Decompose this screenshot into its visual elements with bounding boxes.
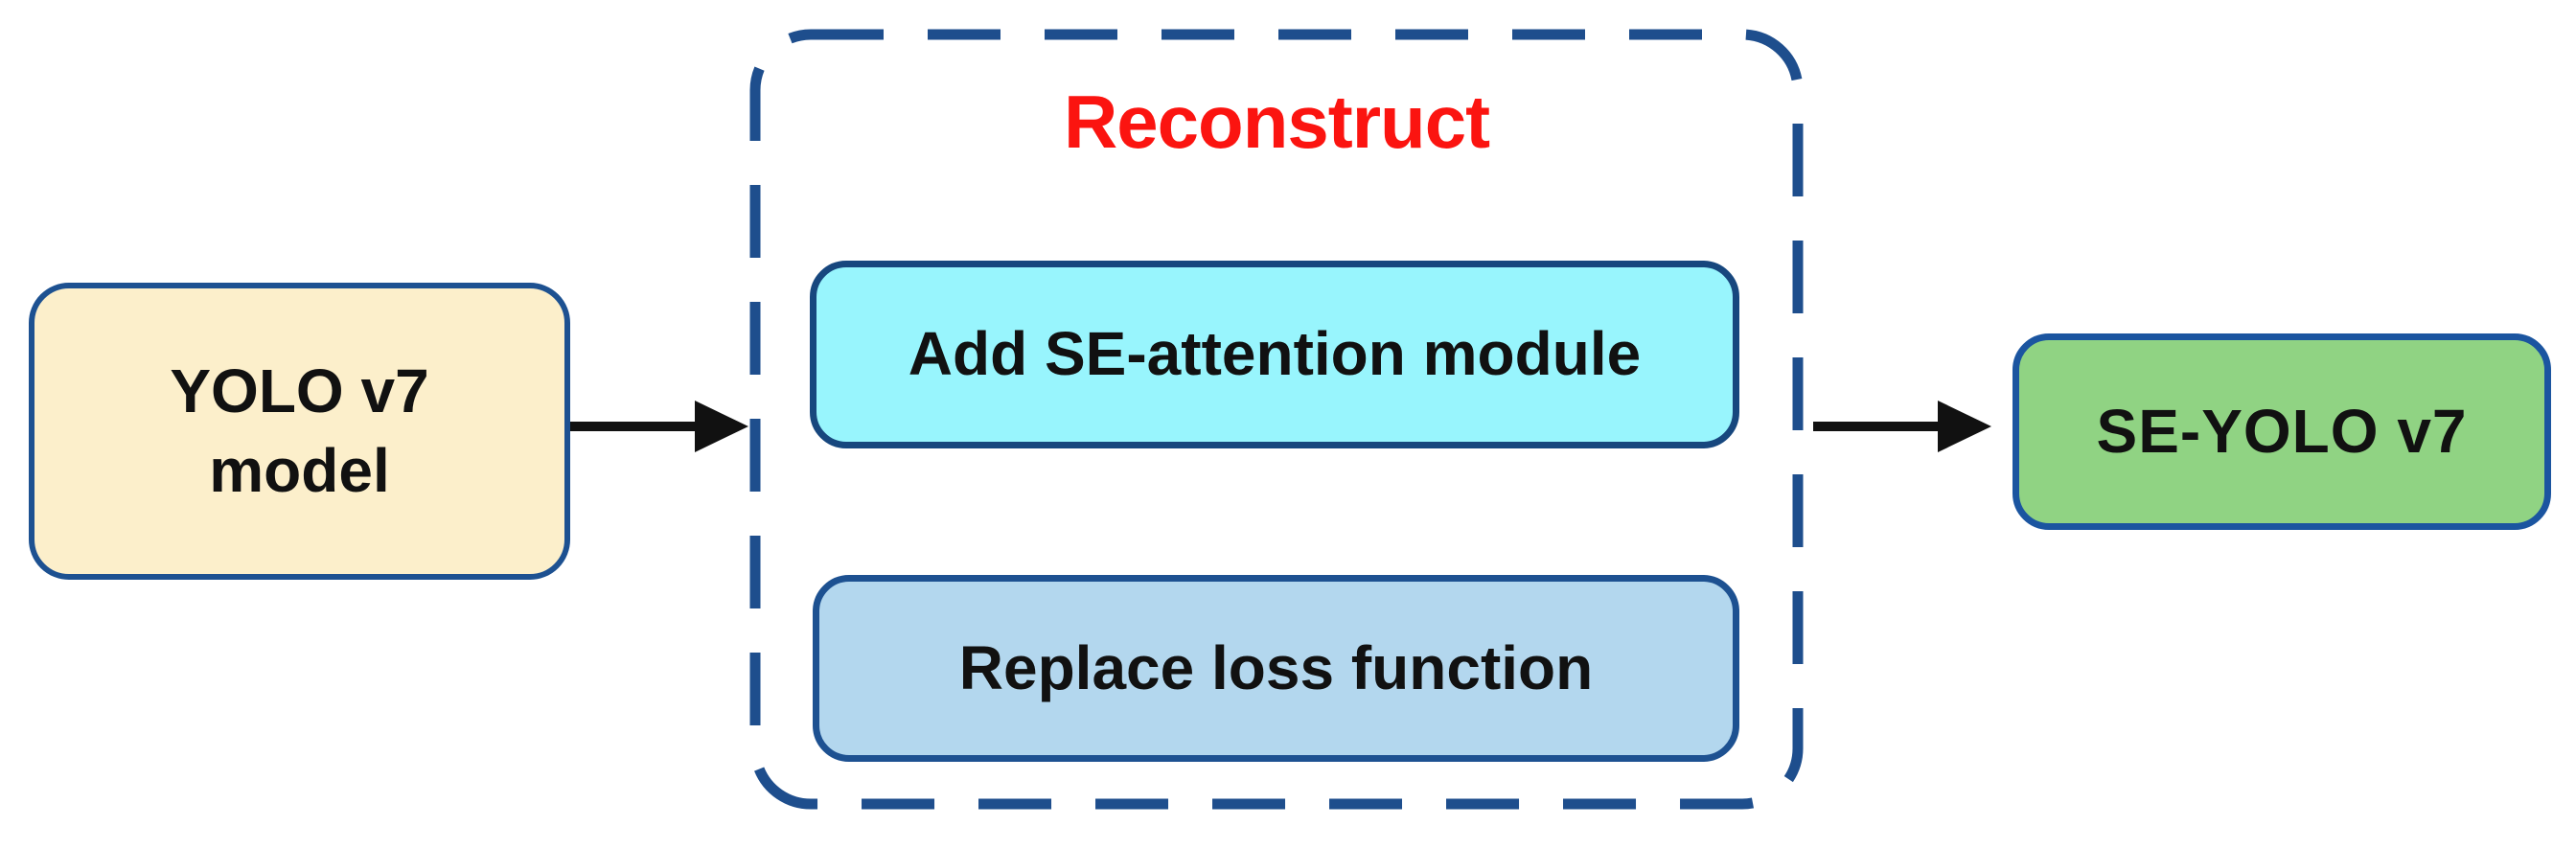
node-se-yolo-v7-label: SE-YOLO v7 xyxy=(2096,396,2468,466)
node-add-se-attention-module-label: Add SE-attention module xyxy=(908,319,1642,389)
node-replace-loss-function: Replace loss function xyxy=(813,575,1739,762)
node-add-se-attention-module: Add SE-attention module xyxy=(810,261,1739,448)
reconstruct-title: Reconstruct xyxy=(1063,80,1490,164)
arrow-right-icon xyxy=(570,401,748,452)
node-replace-loss-function-label: Replace loss function xyxy=(958,632,1594,702)
reconstruct-group: Reconstruct Add SE-attention module Repl… xyxy=(749,29,1804,810)
dashed-border xyxy=(749,29,1804,810)
node-yolo-v7-model-label: YOLO v7 model xyxy=(170,356,429,505)
arrow-right-icon xyxy=(1813,401,1991,452)
node-yolo-v7-model: YOLO v7 model xyxy=(29,283,570,580)
node-se-yolo-v7: SE-YOLO v7 xyxy=(2012,333,2551,530)
